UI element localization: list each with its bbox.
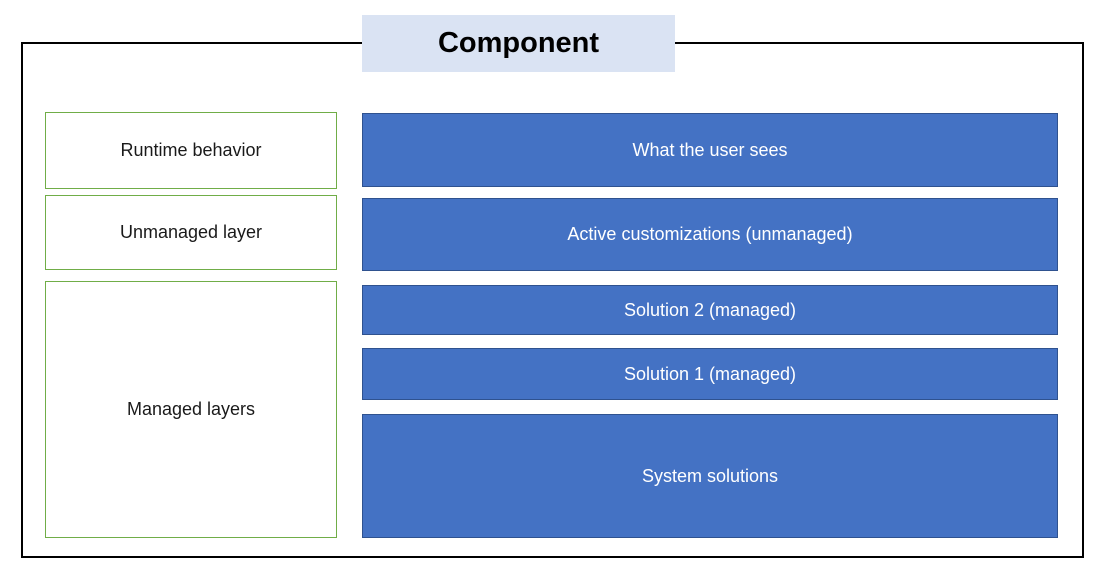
label-box-unmanaged-layer: Unmanaged layer [45, 195, 337, 270]
layer-box-active-customizations: Active customizations (unmanaged) [362, 198, 1058, 271]
layer-box-solution-1: Solution 1 (managed) [362, 348, 1058, 400]
layer-label-solution-2: Solution 2 (managed) [623, 299, 797, 320]
label-managed-layers: Managed layers [126, 399, 256, 419]
layer-box-system-solutions: System solutions [362, 414, 1058, 538]
layer-box-solution-2: Solution 2 (managed) [362, 285, 1058, 335]
layer-label-active-customizations: Active customizations (unmanaged) [567, 224, 853, 244]
layer-box-what-the-user-sees: What the user sees [362, 113, 1058, 187]
label-box-managed-layers: Managed layers [45, 281, 337, 538]
layer-label-system-solutions: System solutions [641, 465, 779, 486]
label-runtime-behavior: Runtime behavior [120, 140, 262, 160]
label-box-runtime-behavior: Runtime behavior [45, 112, 337, 189]
diagram-title: Component [437, 27, 600, 59]
diagram-title-box: Component [362, 15, 675, 72]
layer-label-what-the-user-sees: What the user sees [632, 139, 788, 160]
layer-label-solution-1: Solution 1 (managed) [623, 363, 797, 384]
label-unmanaged-layer: Unmanaged layer [119, 222, 263, 242]
